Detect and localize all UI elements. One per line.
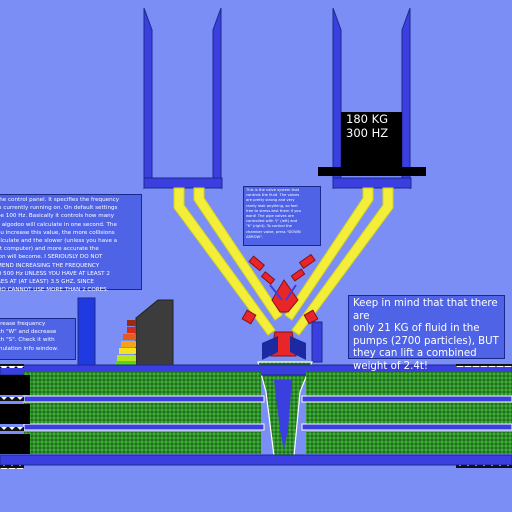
frequency-value: 300 HZ [346,126,389,140]
chamber [257,321,323,457]
valve-system-note: This is the valve system that controls t… [243,186,321,246]
valve-arms [269,284,297,301]
left-cylinder [143,7,223,190]
control-panel-note: the control panel. It specifies the freq… [0,194,142,293]
weight-value: 180 KG [346,112,389,126]
frequency-meter-icon [77,297,174,369]
pump-tubes [0,364,512,469]
weight-label: 180 KG 300 HZ [346,112,388,140]
weight-block[interactable] [318,112,426,176]
pipes [173,187,394,336]
fluid-info-note: Keep in mind that that there are only 21… [348,295,505,372]
frequency-hint-note: crease frequency ith "W" and decrease it… [0,318,76,360]
